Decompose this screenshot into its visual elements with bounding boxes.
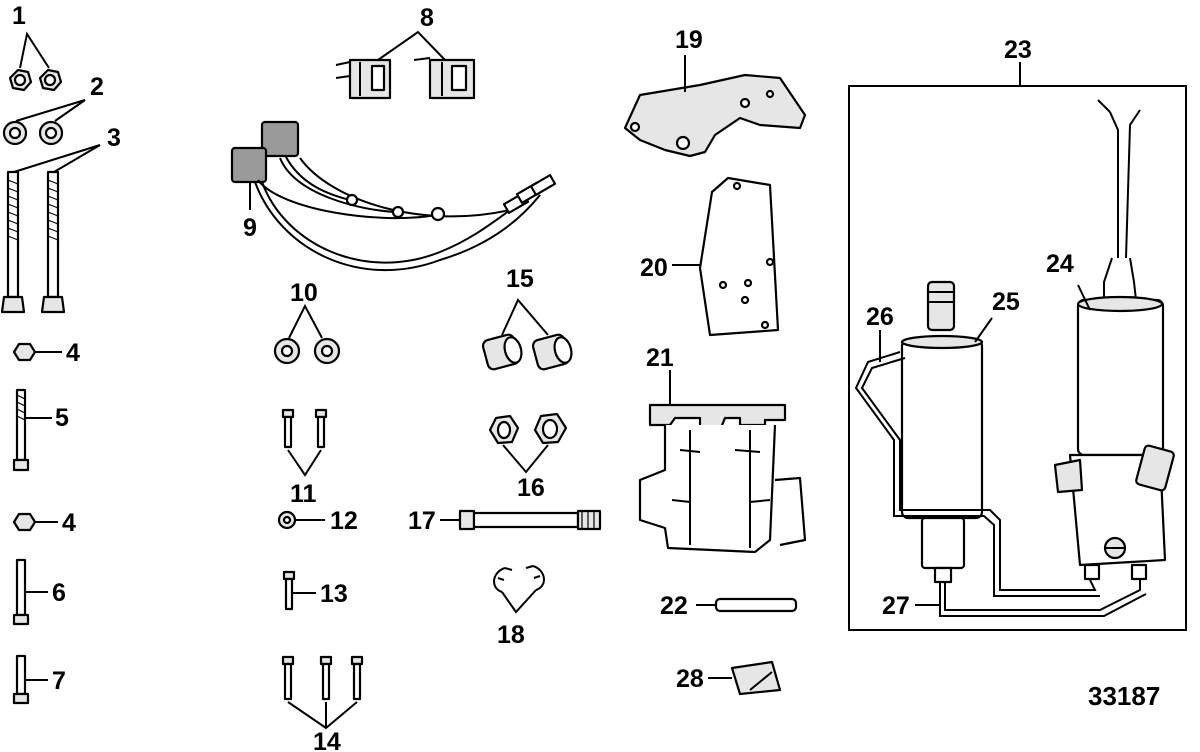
callout-2: 2 xyxy=(90,73,104,101)
part-17-pin xyxy=(440,509,602,531)
callout-8: 8 xyxy=(420,4,434,32)
callout-9: 9 xyxy=(243,214,257,242)
callout-7: 7 xyxy=(52,667,66,695)
callout-5: 5 xyxy=(55,404,69,432)
part-7-bolt xyxy=(12,654,48,705)
part-4-nut-upper xyxy=(12,342,62,362)
callout-25: 25 xyxy=(992,288,1020,316)
part-15-sleeves xyxy=(481,298,573,371)
part-8-connector-clips xyxy=(335,30,476,100)
part-23-pump-assembly xyxy=(848,62,1187,631)
callout-22: 22 xyxy=(660,592,688,620)
callout-24: 24 xyxy=(1046,250,1074,278)
callout-14: 14 xyxy=(313,728,341,752)
callout-1: 1 xyxy=(12,2,26,30)
callout-23: 23 xyxy=(1004,36,1032,64)
assembly-frame xyxy=(848,85,1187,631)
callout-6: 6 xyxy=(52,579,66,607)
part-13-screw xyxy=(282,570,316,611)
callout-20: 20 xyxy=(640,254,668,282)
part-2-washers xyxy=(2,99,86,146)
part-1-hex-nuts xyxy=(8,31,63,92)
callout-3: 3 xyxy=(107,124,121,152)
part-16-bushings xyxy=(488,412,568,474)
callout-16: 16 xyxy=(517,474,545,502)
callout-15: 15 xyxy=(506,265,534,293)
callout-12: 12 xyxy=(330,507,358,535)
figure-number: 33187 xyxy=(1088,681,1160,711)
part-10-nuts xyxy=(273,303,341,365)
part-18-clips xyxy=(493,565,545,614)
callout-28: 28 xyxy=(676,665,704,693)
callout-18: 18 xyxy=(497,621,525,649)
part-22-pin xyxy=(696,597,798,613)
part-3-long-bolts xyxy=(0,144,101,314)
callout-4-lower: 4 xyxy=(62,509,76,537)
callout-13: 13 xyxy=(320,580,348,608)
part-21-mounting-bracket xyxy=(638,370,807,554)
part-20-plate xyxy=(672,176,780,337)
part-12-washer xyxy=(277,510,325,530)
callout-11: 11 xyxy=(290,480,317,508)
part-6-bolt xyxy=(12,558,48,626)
part-19-bracket xyxy=(623,55,807,158)
callout-19: 19 xyxy=(675,26,703,54)
callout-27: 27 xyxy=(882,592,910,620)
part-11-screws xyxy=(281,408,328,477)
callout-17: 17 xyxy=(408,507,436,535)
callout-21: 21 xyxy=(646,344,674,372)
part-5-bolt xyxy=(12,388,52,472)
part-28-bushing xyxy=(708,660,782,696)
callout-26: 26 xyxy=(866,303,894,331)
part-14-screws xyxy=(281,655,364,730)
callout-4-upper: 4 xyxy=(66,339,80,367)
part-9-wiring-harness xyxy=(230,120,557,272)
part-4-nut-lower xyxy=(12,512,58,532)
callout-10: 10 xyxy=(290,279,318,307)
